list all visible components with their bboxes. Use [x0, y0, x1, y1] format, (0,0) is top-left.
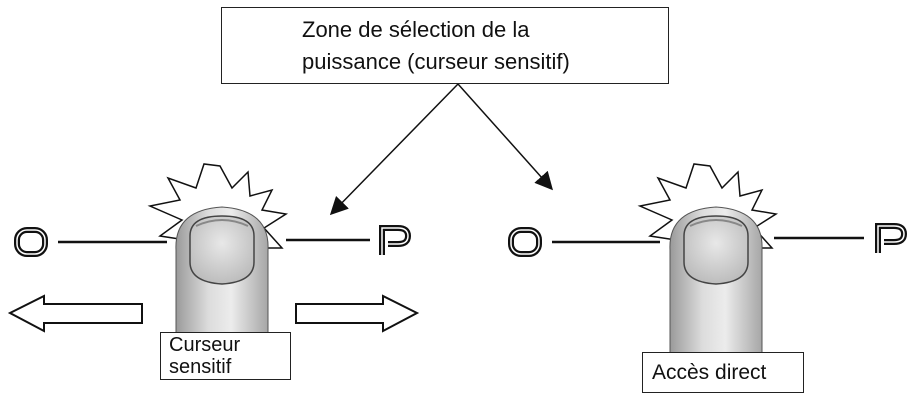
callout-pointers — [329, 83, 553, 216]
finger-touch-icon — [175, 206, 269, 346]
zone-selection-callout: Zone de sélection de la puissance (curse… — [221, 7, 669, 84]
symbol-o-icon — [508, 227, 542, 257]
pointer-to-direct — [457, 83, 553, 191]
panel-acces-direct — [508, 163, 908, 359]
symbol-p-icon — [875, 223, 908, 253]
arrow-right-icon — [295, 294, 420, 333]
zone-callout-line-1: Zone de sélection de la — [302, 17, 530, 42]
curseur-sensitif-label: Curseur sensitif — [160, 332, 291, 380]
pointer-to-cursor — [329, 83, 459, 216]
direct-label-text: Accès direct — [652, 361, 767, 384]
panel-curseur-sensitif — [7, 163, 420, 346]
symbol-o-icon — [14, 227, 48, 257]
acces-direct-label: Accès direct — [642, 352, 804, 393]
finger-touch-icon — [669, 206, 763, 359]
cursor-label-line-1: Curseur — [169, 334, 241, 356]
cursor-label-line-2: sensitif — [169, 356, 232, 378]
zone-callout-line-2: puissance (curseur sensitif) — [302, 49, 570, 74]
arrow-left-icon — [7, 294, 143, 333]
symbol-p-icon — [379, 225, 412, 255]
